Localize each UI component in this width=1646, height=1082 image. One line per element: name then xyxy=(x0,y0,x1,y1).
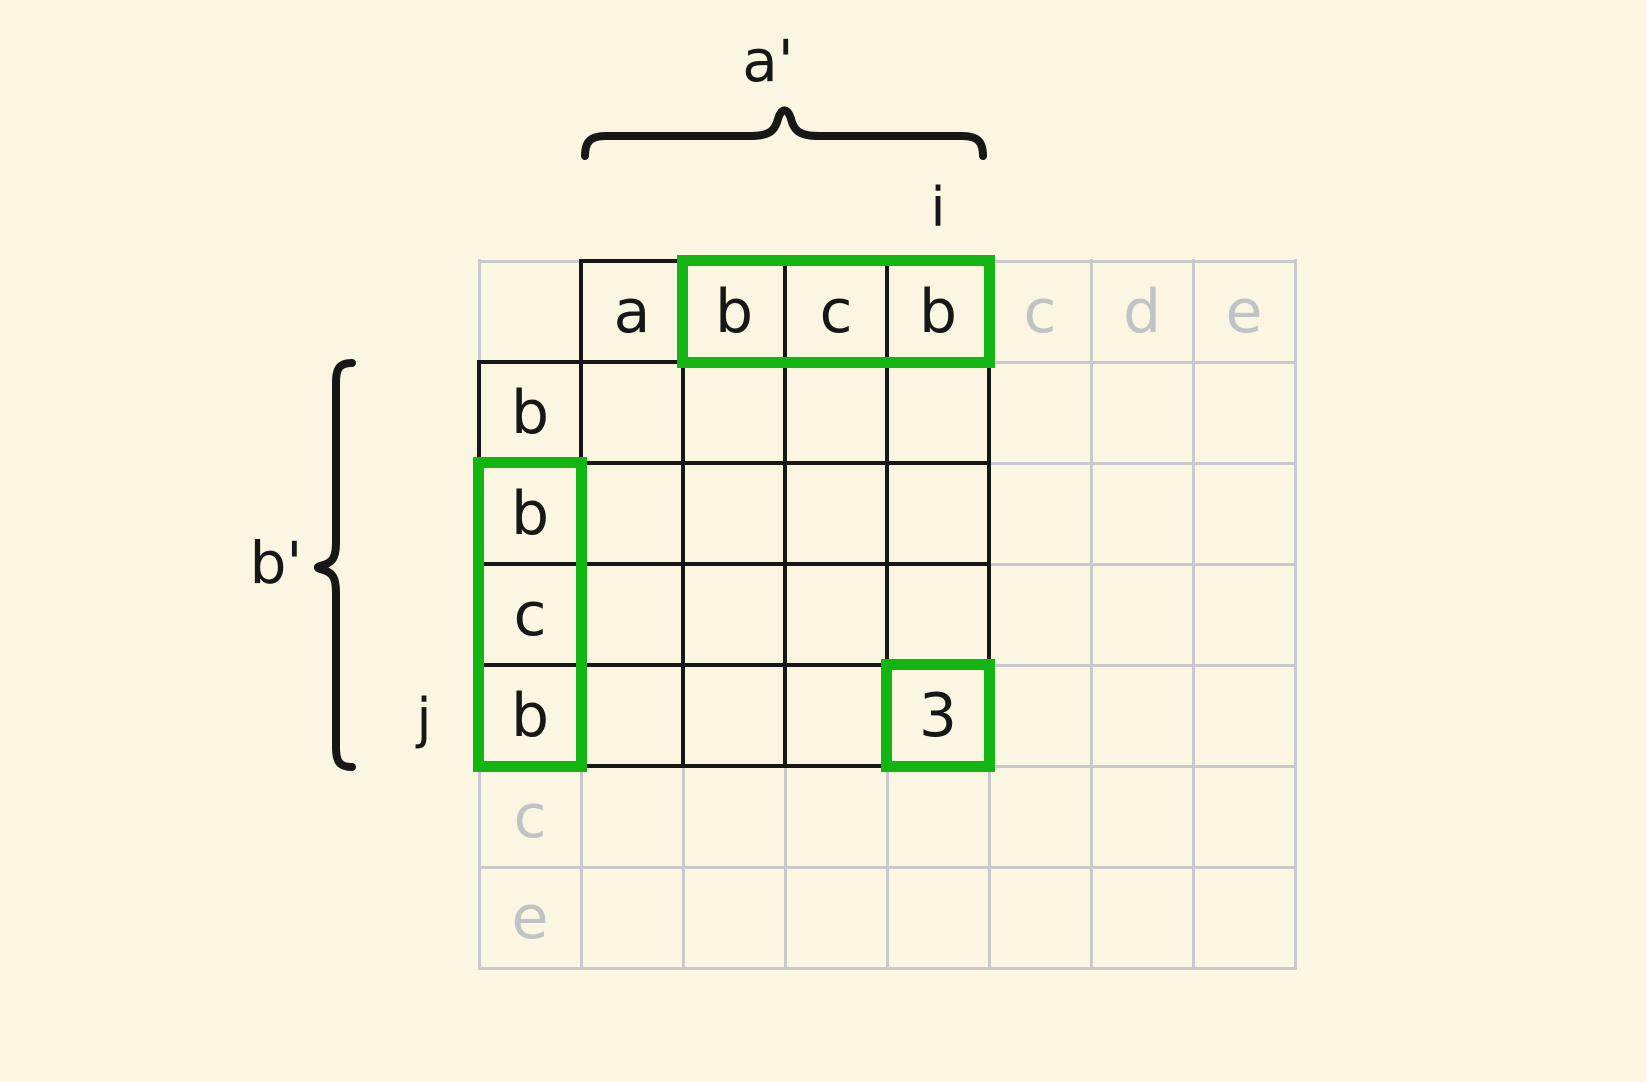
col-header-4: b xyxy=(918,276,958,347)
row-header-6: e xyxy=(511,882,549,953)
grid-line-active xyxy=(477,562,991,566)
grid-line xyxy=(478,967,1297,970)
grid-line-active xyxy=(987,259,991,768)
col-header-1: a xyxy=(613,276,651,347)
top-brace-label: a' xyxy=(742,27,794,95)
highlight-value-cell-box xyxy=(881,659,995,772)
row-header-4: b xyxy=(510,680,550,751)
grid-line-active xyxy=(477,663,991,667)
grid-line xyxy=(1090,259,1093,970)
grid-line-active xyxy=(477,461,991,465)
grid-line xyxy=(1192,259,1195,970)
grid-line-active xyxy=(885,259,889,768)
top-brace xyxy=(581,106,987,160)
left-brace xyxy=(313,359,356,771)
row-pointer-label: j xyxy=(416,687,432,750)
highlight-side-substring-box xyxy=(473,457,587,772)
grid-line-active xyxy=(783,259,787,768)
col-header-7: e xyxy=(1225,276,1263,347)
col-header-6: d xyxy=(1122,276,1162,347)
col-header-5: c xyxy=(1023,276,1057,347)
grid-line-active xyxy=(681,259,685,768)
value-cell: 3 xyxy=(918,680,958,751)
row-header-5: c xyxy=(513,781,547,852)
row-header-3: c xyxy=(513,579,547,650)
row-header-1: b xyxy=(510,377,550,448)
col-header-2: b xyxy=(714,276,754,347)
column-pointer-label: i xyxy=(930,176,946,239)
highlight-top-substring-box xyxy=(677,255,995,368)
grid-line-active xyxy=(477,764,991,768)
col-header-3: c xyxy=(819,276,853,347)
side-brace-label: b' xyxy=(249,529,303,597)
row-header-2: b xyxy=(510,478,550,549)
grid-line xyxy=(1294,259,1297,970)
grid-line xyxy=(478,866,1297,869)
